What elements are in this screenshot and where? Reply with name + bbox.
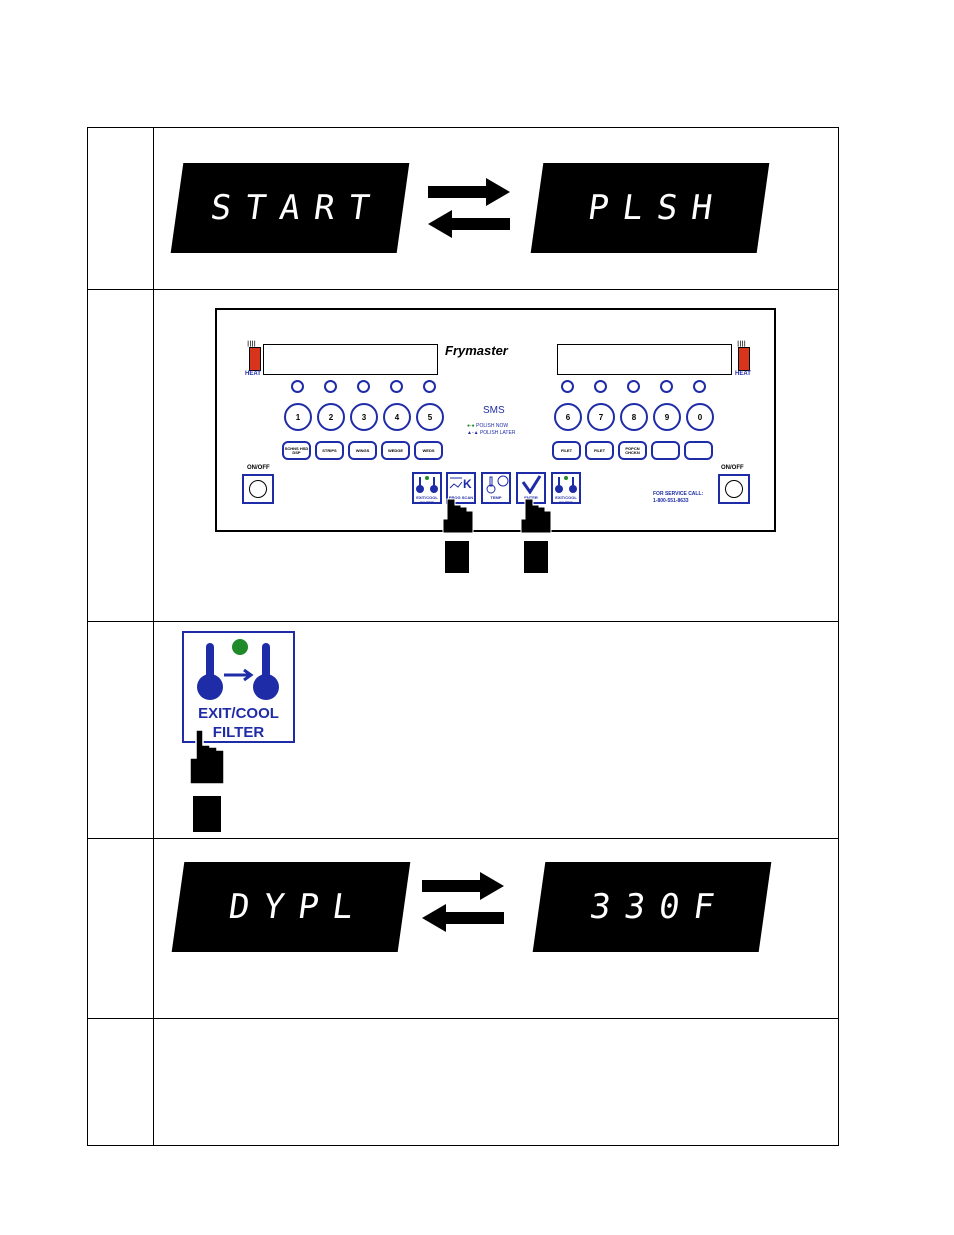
led-indicator [390, 380, 403, 393]
sms-label: SMS [483, 405, 505, 416]
number-button-2[interactable]: 2 [317, 403, 345, 431]
label-line: EXIT/COOL [198, 705, 279, 722]
number-button-4[interactable]: 4 [383, 403, 411, 431]
power-icon [725, 480, 743, 498]
led-indicator [660, 380, 673, 393]
number-button-5[interactable]: 5 [416, 403, 444, 431]
table-column-divider [153, 127, 154, 1146]
exit-cool-filter-button-right[interactable]: EXIT/COOL FILTER [551, 472, 581, 505]
heat-indicator-right [738, 347, 750, 371]
row-divider [87, 289, 839, 290]
onoff-label-left: ON/OFF [247, 465, 270, 471]
temp-button[interactable]: TEMP [481, 472, 511, 504]
button-label: TEMP [490, 495, 502, 500]
number-button-6[interactable]: 6 [554, 403, 582, 431]
checkmark-icon [521, 475, 542, 495]
product-button[interactable]: WINGS [348, 441, 377, 460]
product-button[interactable]: WEDGE [381, 441, 410, 460]
thermometer-icon [555, 476, 577, 493]
pointing-hand-icon [520, 498, 552, 534]
number-button-3[interactable]: 3 [350, 403, 378, 431]
number-button-8[interactable]: 8 [620, 403, 648, 431]
product-button[interactable]: WEDS [414, 441, 443, 460]
led-indicator [693, 380, 706, 393]
led-indicator [324, 380, 337, 393]
product-button[interactable]: FILET [585, 441, 614, 460]
instruction-table [87, 127, 839, 1146]
pointing-hand-icon [442, 498, 474, 534]
exit-cool-filter-label: EXIT/COOL FILTER [184, 704, 293, 742]
onoff-label-right: ON/OFF [721, 465, 744, 471]
button-label: ENTER [524, 495, 538, 500]
power-button-right[interactable] [718, 474, 750, 504]
button-label: EXIT/COOL FILTER [416, 495, 438, 505]
heat-label-left: HEAT [245, 371, 261, 377]
row-divider [87, 838, 839, 839]
product-button[interactable]: SCHNS HSD DSP [282, 441, 311, 460]
product-button[interactable]: STRIPS [315, 441, 344, 460]
polish-later-label: POLISH LATER [479, 430, 516, 436]
thermometer-icon [416, 476, 438, 493]
power-icon [249, 480, 267, 498]
service-call-text: FOR SERVICE CALL: 1-800-551-8633 [653, 491, 703, 505]
lcd-display-start: START [170, 163, 410, 253]
lcd-display-dypl: DYPL [171, 862, 411, 952]
button-label: EXIT/COOL FILTER [555, 495, 577, 505]
number-button-9[interactable]: 9 [653, 403, 681, 431]
polish-legend: ●-● POLISH NOW ▲-▲ POLISH LATER [467, 423, 516, 436]
heat-coil-icon: ꞁꞁꞁꞁ [247, 338, 256, 347]
prog-scan-icon: K [449, 477, 472, 491]
thermometer-transfer-icon [197, 639, 279, 700]
exit-cool-filter-button-large[interactable]: EXIT/COOL FILTER [182, 631, 295, 743]
step-marker [193, 796, 221, 832]
led-indicator [627, 380, 640, 393]
lcd-display-330f: 330F [532, 862, 772, 952]
product-button[interactable]: FILET [552, 441, 581, 460]
thermometer-icon [486, 475, 509, 494]
led-indicator [357, 380, 370, 393]
led-indicator [291, 380, 304, 393]
heat-indicator-left [249, 347, 261, 371]
brand-logo: Frymaster [445, 343, 508, 358]
service-label: FOR SERVICE CALL: [653, 491, 704, 497]
prog-scan-button[interactable]: K PROG SCAN [446, 472, 476, 504]
button-label: PROG SCAN [448, 495, 474, 500]
led-indicator [561, 380, 574, 393]
product-button[interactable] [651, 441, 680, 460]
fryer-controller-panel: ꞁꞁꞁꞁ HEAT Frymaster ꞁꞁꞁꞁ HEAT 1 2 3 4 5 … [215, 308, 776, 532]
heat-coil-icon: ꞁꞁꞁꞁ [737, 338, 746, 347]
step-marker [524, 541, 548, 573]
right-display [557, 344, 732, 375]
power-button-left[interactable] [242, 474, 274, 504]
alternating-arrows-icon [422, 872, 504, 932]
step-marker [445, 541, 469, 573]
number-button-7[interactable]: 7 [587, 403, 615, 431]
led-indicator [423, 380, 436, 393]
number-button-1[interactable]: 1 [284, 403, 312, 431]
polish-now-label: POLISH NOW [476, 423, 509, 429]
product-button[interactable] [684, 441, 713, 460]
row-divider [87, 621, 839, 622]
number-button-0[interactable]: 0 [686, 403, 714, 431]
product-button[interactable]: POPCN CHCKN [618, 441, 647, 460]
led-indicator [594, 380, 607, 393]
alternating-arrows-icon [428, 178, 510, 238]
svg-text:K: K [463, 477, 472, 491]
row-divider [87, 1018, 839, 1019]
exit-cool-filter-button-left[interactable]: EXIT/COOL FILTER [412, 472, 442, 505]
pointing-hand-icon [189, 729, 225, 785]
heat-label-right: HEAT [735, 371, 751, 377]
lcd-display-plsh: PLSH [530, 163, 770, 253]
left-display [263, 344, 438, 375]
service-phone: 1-800-551-8633 [653, 498, 689, 504]
label-line: FILTER [212, 724, 265, 741]
